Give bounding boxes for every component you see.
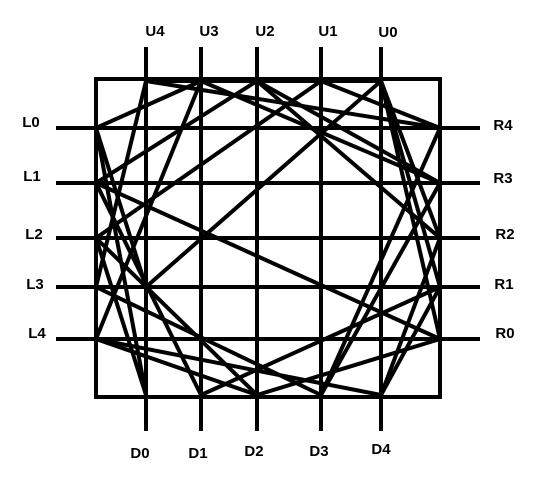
diagonal-line bbox=[94, 80, 148, 288]
label-bottom-2: D2 bbox=[244, 443, 263, 460]
diagonal-line bbox=[94, 79, 323, 240]
label-left-0: L0 bbox=[22, 114, 40, 131]
label-top-4: U0 bbox=[378, 24, 397, 41]
label-right-0: R4 bbox=[493, 117, 513, 134]
label-bottom-0: D0 bbox=[130, 445, 149, 462]
label-right-3: R1 bbox=[494, 276, 513, 293]
label-top-0: U4 bbox=[145, 23, 165, 40]
diagonal-line bbox=[94, 79, 259, 185]
diagram-strokes bbox=[56, 47, 480, 431]
label-left-2: L2 bbox=[25, 226, 43, 243]
diagonal-line bbox=[256, 79, 441, 185]
diagonal-line bbox=[144, 79, 383, 289]
diagonal-line bbox=[95, 337, 382, 397]
diagonal-line bbox=[94, 80, 203, 340]
diagonal-line bbox=[95, 79, 202, 130]
label-left-1: L1 bbox=[23, 168, 41, 185]
diagonal-line bbox=[94, 236, 259, 397]
label-top-2: U2 bbox=[255, 23, 274, 40]
label-bottom-4: D4 bbox=[371, 441, 391, 458]
diagonal-line bbox=[379, 80, 442, 340]
diagonal-line bbox=[94, 127, 148, 288]
diagonal-line bbox=[379, 237, 442, 396]
label-right-1: R3 bbox=[493, 170, 512, 187]
label-right-2: R2 bbox=[495, 226, 514, 243]
label-bottom-3: D3 bbox=[309, 443, 328, 460]
diagonal-line bbox=[320, 79, 441, 130]
label-right-4: R0 bbox=[495, 325, 514, 342]
label-top-1: U3 bbox=[199, 23, 218, 40]
diagonal-line bbox=[95, 337, 258, 397]
label-top-3: U1 bbox=[318, 23, 337, 40]
label-left-3: L3 bbox=[26, 276, 44, 293]
diagonal-line bbox=[94, 237, 148, 396]
label-bottom-1: D1 bbox=[188, 445, 207, 462]
diagonal-line bbox=[256, 337, 441, 397]
diagonal-line bbox=[379, 80, 442, 239]
diagonal-line bbox=[95, 181, 441, 341]
diagonal-line bbox=[379, 286, 442, 396]
label-left-4: L4 bbox=[28, 325, 46, 342]
